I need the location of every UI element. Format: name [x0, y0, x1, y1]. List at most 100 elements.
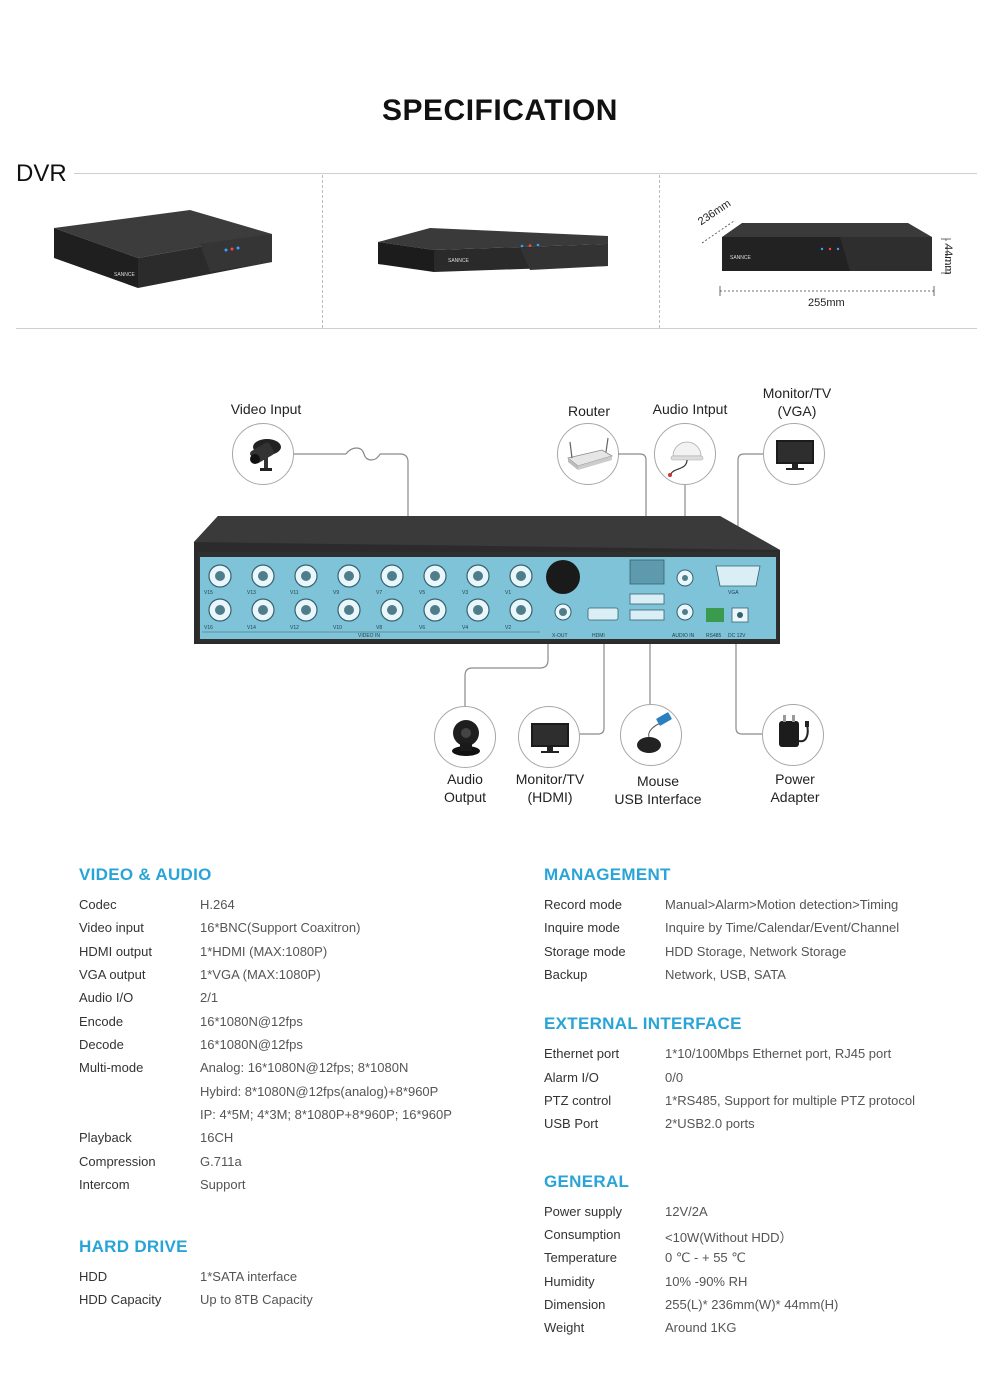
label-audio-output: Audio Output	[418, 770, 512, 806]
divider-top	[74, 173, 977, 174]
spec-value: 1*HDMI (MAX:1080P)	[200, 944, 328, 959]
label-video-input: Video Input	[230, 401, 302, 417]
microphone-icon	[654, 423, 716, 485]
divider-bottom	[16, 328, 977, 329]
spec-value: 1*SATA interface	[200, 1269, 298, 1284]
section-title-video-audio: VIDEO & AUDIO	[79, 865, 212, 884]
spec-key: Playback	[79, 1130, 132, 1145]
label-mouse: Mouse USB Interface	[600, 772, 716, 808]
dc-label: DC 12V	[728, 633, 746, 639]
spec-value: 16CH	[200, 1130, 234, 1145]
spec-value-continuation: Hybird: 8*1080N@12fps(analog)+8*960P	[200, 1084, 439, 1099]
spec-key: Multi-mode	[79, 1060, 144, 1075]
spec-value: 12V/2A	[665, 1204, 708, 1219]
spec-key: Power supply	[544, 1204, 623, 1219]
spec-value: Support	[200, 1177, 246, 1192]
spec-value: 0 ℃ - + 55 ℃	[665, 1250, 746, 1265]
label-mouse-line1: Mouse	[636, 773, 680, 789]
spec-value: Manual>Alarm>Motion detection>Timing	[665, 897, 899, 912]
channel-label-top-2: V13	[247, 590, 256, 596]
page-title: SPECIFICATION	[382, 94, 618, 127]
spec-key: Dimension	[544, 1297, 606, 1312]
label-monitor-vga: Monitor/TV (VGA)	[746, 384, 848, 420]
spec-key: HDMI output	[79, 944, 152, 959]
spec-key: Encode	[79, 1014, 124, 1029]
channel-label-bottom-6: V6	[419, 625, 425, 631]
spec-key: Inquire mode	[544, 920, 620, 935]
spec-key: PTZ control	[544, 1093, 612, 1108]
spec-key: Codec	[79, 897, 117, 912]
channel-label-bottom-1: V16	[204, 625, 213, 631]
channel-label-top-5: V7	[376, 590, 382, 596]
spec-key: Humidity	[544, 1274, 595, 1289]
spec-value: Up to 8TB Capacity	[200, 1292, 313, 1307]
divider-v2	[659, 175, 660, 328]
spec-value: Around 1KG	[665, 1320, 737, 1335]
spec-key: Intercom	[79, 1177, 130, 1192]
brand-text-3: SANNCE	[730, 255, 752, 261]
section-title-external-interface: EXTERNAL INTERFACE	[544, 1014, 742, 1033]
dvr-rear-panel: V15 V13 V11 V9 V7 V5 V3 V1 V16 V14 V12 V…	[194, 516, 780, 644]
dvr-front-angled-view: SANNCE	[54, 210, 272, 288]
label-router: Router	[567, 403, 611, 419]
label-mouse-line2: USB Interface	[614, 791, 702, 807]
connection-lines	[294, 447, 763, 735]
spec-key: HDD	[79, 1269, 108, 1284]
spec-value: 16*1080N@12fps	[200, 1037, 303, 1052]
spec-value-continuation: IP: 4*5M; 4*3M; 8*1080P+8*960P; 16*960P	[200, 1107, 452, 1122]
label-audio-output-line2: Output	[443, 789, 487, 805]
channel-label-bottom-4: V10	[333, 625, 342, 631]
spec-value: 16*1080N@12fps	[200, 1014, 303, 1029]
channel-label-top-1: V15	[204, 590, 213, 596]
audio-in-label: AUDIO IN	[672, 633, 695, 639]
spec-key: VGA output	[79, 967, 146, 982]
speaker-icon	[434, 706, 496, 768]
spec-key: Alarm I/O	[544, 1070, 599, 1085]
divider-v1	[322, 175, 323, 328]
label-monitor-hdmi: Monitor/TV (HDMI)	[500, 770, 600, 806]
brand-text-2: SANNCE	[448, 258, 470, 264]
spec-value: 1*10/100Mbps Ethernet port, RJ45 port	[665, 1046, 892, 1061]
spec-key: Storage mode	[544, 944, 626, 959]
label-audio-input: Audio Intput	[652, 401, 728, 417]
spec-value: 0/0	[665, 1070, 684, 1085]
spec-value: 255(L)* 236mm(W)* 44mm(H)	[665, 1297, 839, 1312]
brand-text-1: SANNCE	[114, 272, 136, 278]
spec-key: Record mode	[544, 897, 623, 912]
spec-key: Video input	[79, 920, 144, 935]
label-power-line1: Power	[775, 771, 815, 787]
spec-value: 16*BNC(Support Coaxitron)	[200, 920, 361, 935]
spec-key: Weight	[544, 1320, 585, 1335]
spec-key: Decode	[79, 1037, 124, 1052]
dvr-side-angled-view: SANNCE	[378, 228, 608, 272]
section-title-general: GENERAL	[544, 1172, 630, 1191]
channel-label-bottom-8: V2	[505, 625, 511, 631]
spec-value: G.711a	[200, 1154, 242, 1169]
channel-label-top-3: V11	[290, 590, 299, 596]
label-monitor-hdmi-line2: (HDMI)	[527, 789, 573, 805]
spec-key: HDD Capacity	[79, 1292, 162, 1307]
cctv-camera-icon	[232, 423, 294, 485]
channel-label-top-7: V3	[462, 590, 468, 596]
dimension-width: 255mm	[808, 297, 845, 309]
spec-key: Backup	[544, 967, 588, 982]
spec-value: H.264	[200, 897, 235, 912]
spec-value: 2*USB2.0 ports	[665, 1116, 755, 1131]
spec-key: Audio I/O	[79, 990, 134, 1005]
monitor-hdmi-icon	[518, 706, 580, 768]
channel-label-bottom-3: V12	[290, 625, 299, 631]
label-monitor-hdmi-line1: Monitor/TV	[515, 771, 585, 787]
spec-key: USB Port	[544, 1116, 599, 1131]
monitor-icon	[763, 423, 825, 485]
power-adapter-icon	[762, 704, 824, 766]
video-in-label: VIDEO IN	[358, 633, 380, 639]
hdmi-label: HDMI	[592, 633, 605, 639]
spec-key: Temperature	[544, 1250, 617, 1265]
dvr-label: DVR	[16, 160, 67, 187]
spec-value: Analog: 16*1080N@12fps; 8*1080N	[200, 1060, 409, 1075]
spec-value: 2/1	[200, 990, 219, 1005]
label-power-adapter: Power Adapter	[746, 770, 844, 806]
channel-label-bottom-7: V4	[462, 625, 468, 631]
label-power-line2: Adapter	[770, 789, 820, 805]
channel-label-top-6: V5	[419, 590, 425, 596]
